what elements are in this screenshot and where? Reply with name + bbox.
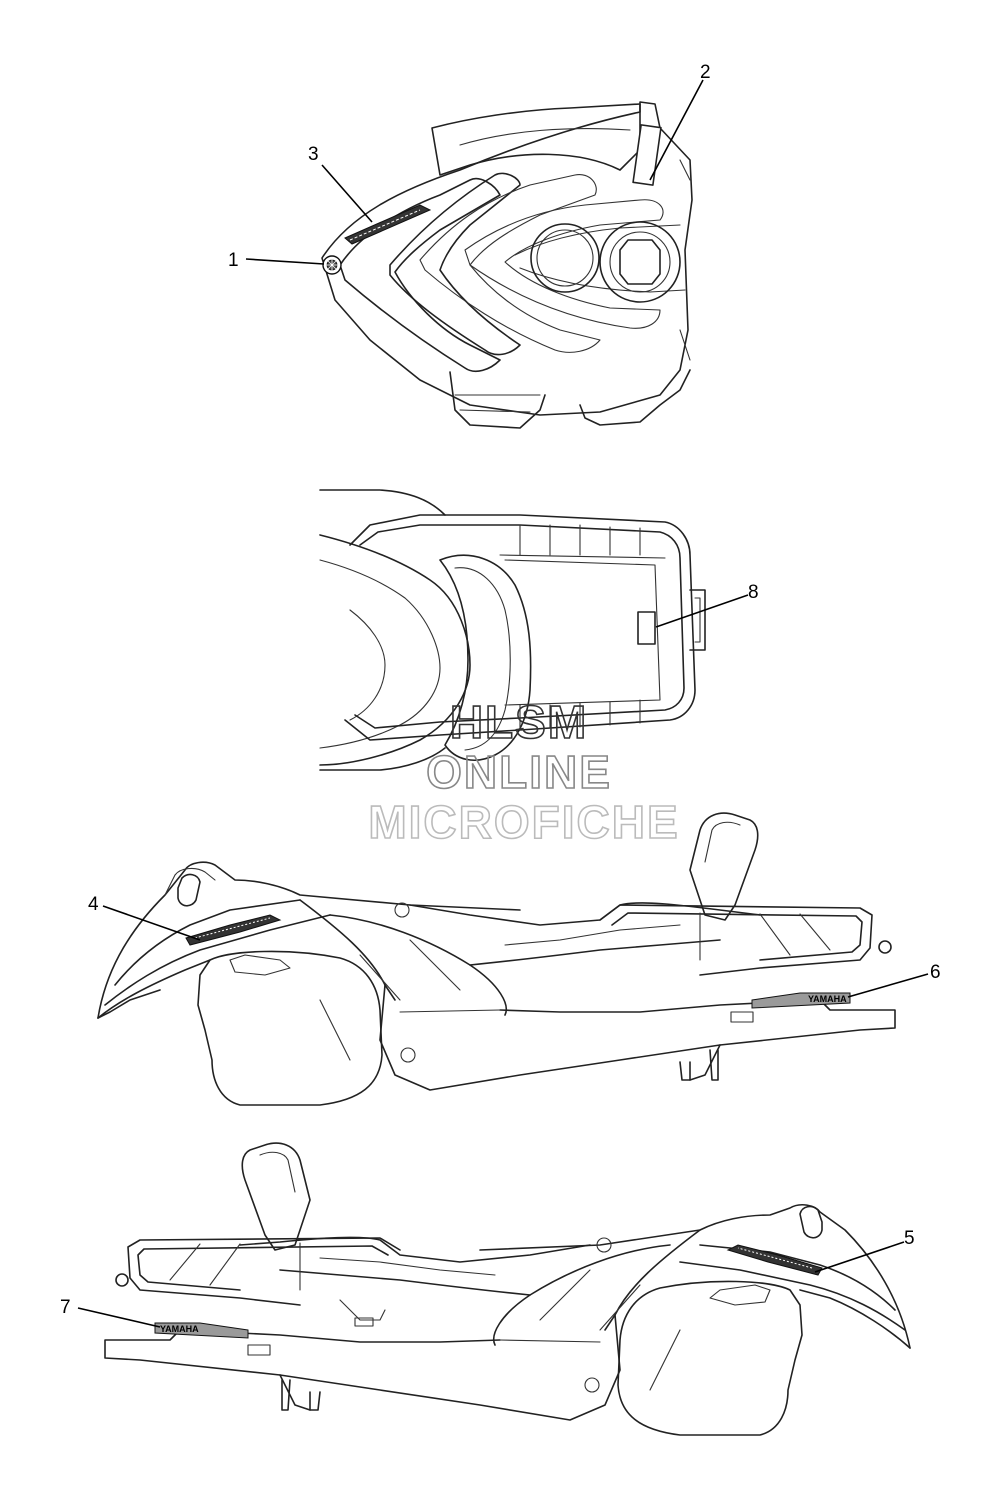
right-tunnel-decal: YAMAHA	[751, 992, 851, 1009]
front-top-view	[321, 101, 693, 429]
leader-line-5	[814, 1241, 905, 1273]
watermark-line-3: MICROFICHE	[368, 796, 679, 848]
callout-2: 2	[700, 62, 711, 83]
callout-7: 7	[60, 1297, 71, 1318]
callout-6: 6	[930, 962, 941, 983]
watermark: HLSM ONLINE MICROFICHE	[368, 695, 679, 849]
leader-line-3	[321, 164, 373, 223]
nose-emblem-decal	[322, 255, 342, 275]
rear-top-view	[319, 489, 706, 771]
leader-line-6	[847, 973, 929, 998]
watermark-line-2: ONLINE	[426, 746, 612, 798]
leader-line-2	[649, 79, 704, 181]
right-side-view: YAMAHA	[97, 812, 896, 1106]
left-tunnel-decal: YAMAHA	[154, 1322, 249, 1339]
hood-stripe-decal	[344, 204, 432, 245]
watermark-line-1: HLSM	[450, 696, 588, 748]
leader-line-7	[77, 1307, 161, 1328]
right-hood-decal	[185, 914, 282, 946]
callout-4: 4	[88, 894, 99, 915]
leader-line-4	[102, 905, 201, 941]
callout-3: 3	[308, 144, 319, 165]
left-tunnel-decal-text: YAMAHA	[160, 1324, 199, 1334]
rear-rack-decal	[637, 611, 656, 645]
right-tunnel-decal-text: YAMAHA	[808, 994, 847, 1004]
left-hood-decal	[726, 1244, 823, 1276]
left-side-view: YAMAHA	[104, 1142, 911, 1436]
leader-line-1	[245, 258, 325, 265]
callout-5: 5	[904, 1228, 915, 1249]
callout-1: 1	[228, 250, 239, 271]
callout-8: 8	[748, 582, 759, 603]
callouts: 1 2 3 4 5 6 7 8	[60, 62, 941, 1328]
windshield-decal	[632, 124, 662, 186]
leader-line-8	[655, 594, 749, 628]
